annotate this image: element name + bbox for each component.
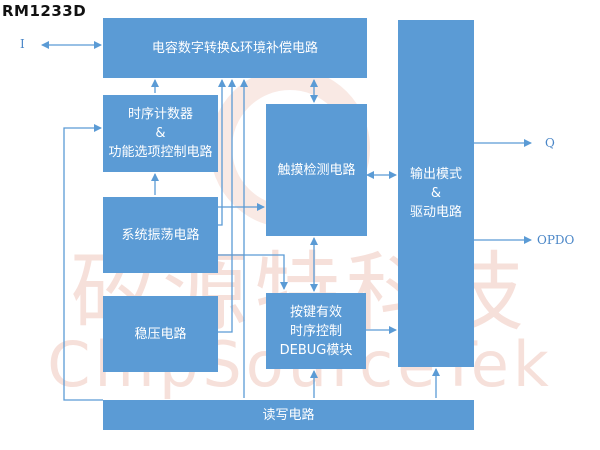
block-cap-to-digital-text: 电容数字转换&环境补偿电路	[152, 39, 318, 58]
block-cap-to-digital: 电容数字转换&环境补偿电路	[103, 18, 367, 78]
diagram-title: RM1233D	[2, 2, 87, 20]
block-label: 稳压电路	[134, 326, 187, 342]
block-label: DEBUG模块	[279, 342, 353, 358]
block-label: 触摸检测电路	[277, 162, 356, 178]
wire-osc-to-key	[218, 254, 288, 290]
block-label: &	[430, 186, 442, 201]
wire-osc-to-cdc	[218, 79, 226, 226]
io-label-q: Q	[545, 136, 555, 150]
block-label: 读写电路	[262, 407, 315, 423]
block-label: &	[155, 126, 166, 141]
block-touch-detect: 触摸检测电路	[266, 104, 367, 236]
block-output-driver: 输出模式 & 驱动电路	[398, 20, 474, 367]
block-read-write: 读写电路	[103, 400, 474, 430]
block-label: 时序计数器	[127, 107, 193, 122]
block-label: 时序控制	[289, 323, 342, 339]
block-key-valid: 按键有效 时序控制 DEBUG模块	[266, 293, 366, 369]
block-regulator: 稳压电路	[103, 296, 218, 372]
block-label: 驱动电路	[409, 205, 462, 220]
block-label: 功能选项控制电路	[108, 145, 213, 160]
block-label: 按键有效	[289, 304, 342, 320]
io-label-i: I	[20, 37, 25, 51]
block-label: 系统振荡电路	[121, 227, 200, 243]
wire-reg-to-cdc	[218, 79, 236, 333]
block-label: 电容数字转换&环境补偿电路	[151, 40, 319, 56]
wire-rw-loop	[63, 124, 103, 401]
block-label: 输出模式	[409, 167, 462, 182]
block-timing-counter: 时序计数器 & 功能选项控制电路	[103, 95, 218, 172]
io-label-opdo: OPDO	[537, 233, 575, 247]
block-oscillator: 系统振荡电路	[103, 197, 218, 273]
